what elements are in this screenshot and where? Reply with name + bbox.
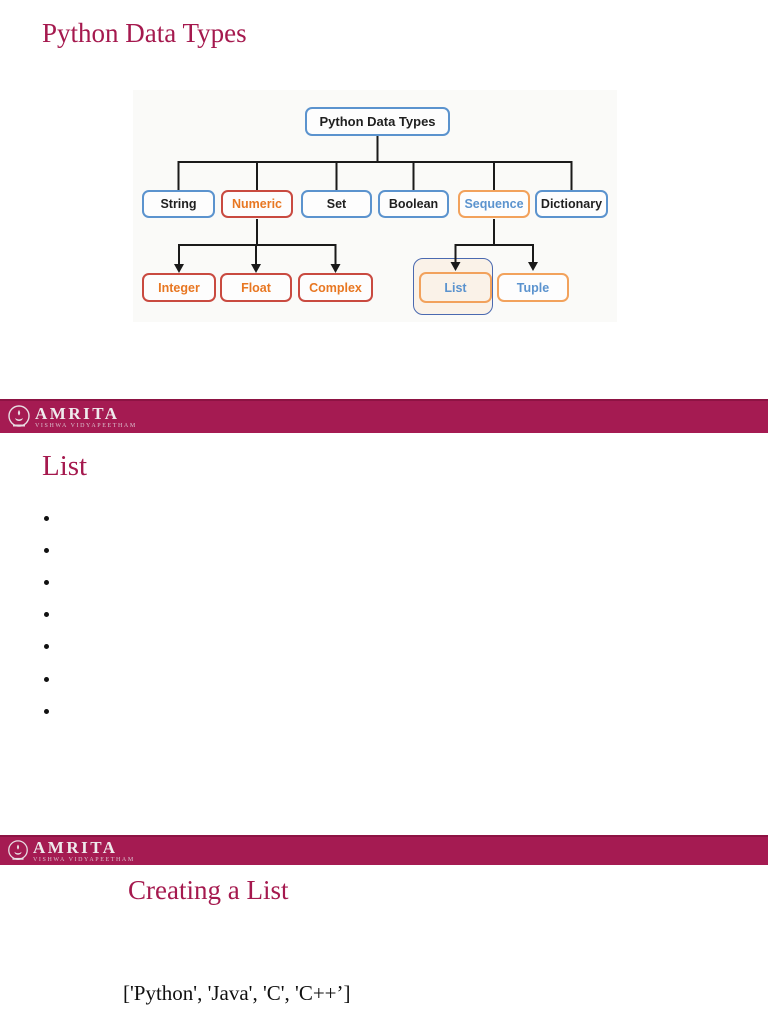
diagram-node-sequence: Sequence <box>458 190 530 218</box>
diagram-node-numeric: Numeric <box>221 190 293 218</box>
amrita-banner: AMRITA VISHWA VIDYAPEETHAM <box>0 835 768 865</box>
amrita-brand-name: AMRITA <box>35 404 120 423</box>
amrita-brand-tagline: VISHWA VIDYAPEETHAM <box>33 857 135 863</box>
amrita-brand-name: AMRITA <box>33 838 118 857</box>
slide2-heading: List <box>42 450 88 482</box>
diagram-node-set: Set <box>301 190 372 218</box>
amrita-banner: AMRITA VISHWA VIDYAPEETHAM <box>0 399 768 433</box>
bullet-item <box>36 502 49 534</box>
bullet-item <box>36 631 49 663</box>
amrita-logo: AMRITA VISHWA VIDYAPEETHAM <box>0 839 135 863</box>
diagram-node-float: Float <box>220 273 292 302</box>
python-list-literal: ['Python', 'Java', 'C', 'C++’] <box>123 981 351 1005</box>
diagram-node-root: Python Data Types <box>305 107 450 136</box>
bullet-item <box>36 534 49 566</box>
bullet-item <box>36 566 49 598</box>
bullet-list <box>36 502 49 727</box>
bullet-item <box>36 599 49 631</box>
diagram-node-string: String <box>142 190 215 218</box>
amrita-emblem-icon <box>8 405 30 427</box>
bullet-item <box>36 663 49 695</box>
amrita-brand-tagline: VISHWA VIDYAPEETHAM <box>35 423 137 429</box>
diagram-connectors <box>174 136 573 273</box>
amrita-logo: AMRITA VISHWA VIDYAPEETHAM <box>0 404 137 430</box>
amrita-emblem-icon <box>8 840 28 860</box>
page-title: Python Data Types <box>42 18 247 48</box>
diagram-node-complex: Complex <box>298 273 373 302</box>
diagram-node-dictionary: Dictionary <box>535 190 608 218</box>
python-data-types-diagram: Python Data Types String Numeric Set Boo… <box>133 90 617 322</box>
slide3-heading: Creating a List <box>128 875 289 905</box>
diagram-node-boolean: Boolean <box>378 190 449 218</box>
bullet-item <box>36 695 49 727</box>
diagram-node-tuple: Tuple <box>497 273 569 302</box>
diagram-node-integer: Integer <box>142 273 216 302</box>
diagram-node-list: List <box>419 272 492 303</box>
